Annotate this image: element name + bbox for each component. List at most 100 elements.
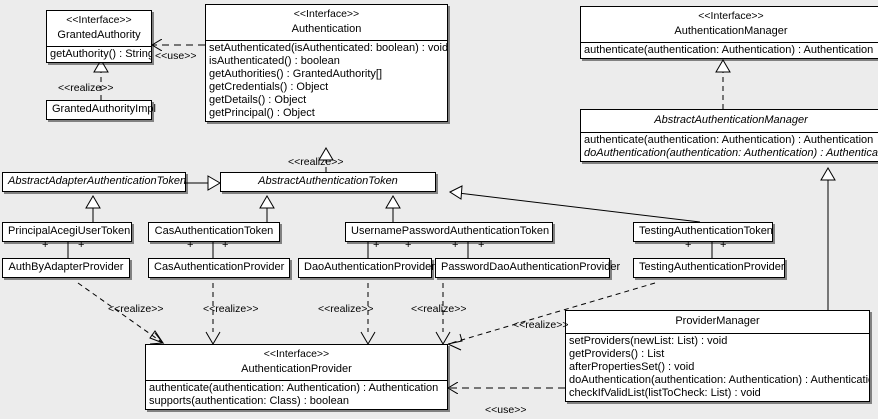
class-header: TestingAuthenticationToken <box>634 223 773 241</box>
relationship-label-realize-abstract-authentication-token: <<realize>> <box>288 156 344 168</box>
relationship-label-realize-granted-authority-impl: <<realize>> <box>58 82 114 94</box>
class-name: GrantedAuthorityImpl <box>52 103 156 115</box>
class-box-password-dao-authentication-provider[interactable]: PasswordDaoAuthenticationProvider <box>435 258 621 278</box>
class-box-authentication-provider[interactable]: <<Interface>> AuthenticationProvider aut… <box>145 344 448 410</box>
class-box-auth-by-adapter-provider[interactable]: AuthByAdapterProvider <box>2 258 130 278</box>
class-members: authenticate(authentication: Authenticat… <box>146 379 447 409</box>
class-member: isAuthenticated() : boolean <box>209 54 340 67</box>
class-header: <<Interface>> Authentication <box>206 5 447 40</box>
class-name: ProviderManager <box>675 315 760 327</box>
class-member-abstract: doAuthentication(authentication: Authent… <box>584 147 878 159</box>
association-marker: + <box>452 239 459 251</box>
class-members: authenticate(authentication: Authenticat… <box>581 132 878 161</box>
class-member: authenticate(authentication: Authenticat… <box>584 134 874 146</box>
class-members: setProviders(newList: List) : void getPr… <box>566 333 869 401</box>
stereotype-label: <<Interface>> <box>66 14 132 26</box>
class-header: ProviderManager <box>566 311 869 333</box>
class-name: AuthenticationProvider <box>241 362 352 375</box>
class-box-testing-authentication-provider[interactable]: TestingAuthenticationProvider <box>633 258 785 278</box>
class-header: <<Interface>> AuthenticationManager <box>581 7 878 42</box>
association-marker: + <box>42 239 49 251</box>
class-box-dao-authentication-provider[interactable]: DaoAuthenticationProvider <box>298 258 435 278</box>
class-name: AbstractAuthenticationToken <box>258 175 398 187</box>
relationship-label-use-granted-authority: <<use>> <box>155 50 197 62</box>
class-header: DaoAuthenticationProvider <box>299 259 435 277</box>
relationship-label-realize-auth-by-adapter: <<realize>> <box>108 303 164 315</box>
class-header: UsernamePasswordAuthenticationToken <box>346 223 552 241</box>
class-box-authentication[interactable]: <<Interface>> Authentication setAuthenti… <box>205 4 448 122</box>
class-member: setAuthenticated(isAuthenticated: boolea… <box>209 41 447 54</box>
association-marker: + <box>478 239 485 251</box>
class-header: TestingAuthenticationProvider <box>634 259 785 277</box>
class-box-granted-authority[interactable]: <<Interface>> GrantedAuthority getAuthor… <box>46 10 152 63</box>
class-box-cas-authentication-provider[interactable]: CasAuthenticationProvider <box>148 258 290 278</box>
relationship-label-realize-cas-provider: <<realize>> <box>203 303 259 315</box>
class-members: setAuthenticated(isAuthenticated: boolea… <box>206 39 447 121</box>
class-name: GrantedAuthority <box>57 28 141 41</box>
association-marker: + <box>685 239 692 251</box>
class-header: AbstractAuthenticationManager <box>581 110 878 132</box>
class-member: getProviders() : List <box>569 348 665 360</box>
class-box-abstract-adapter-authentication-token[interactable]: AbstractAdapterAuthenticationToken <box>2 172 186 192</box>
class-header: PrincipalAcegiUserToken <box>3 223 131 241</box>
relationship-label-realize-testing-provider: <<realize>> <box>513 319 569 331</box>
class-box-username-password-authentication-token[interactable]: UsernamePasswordAuthenticationToken <box>345 222 553 242</box>
stereotype-label: <<Interface>> <box>698 10 764 22</box>
class-name: TestingAuthenticationToken <box>639 225 773 237</box>
class-member: authenticate(authentication: Authenticat… <box>584 43 874 56</box>
class-member: getAuthority() : String <box>50 47 151 60</box>
association-marker: + <box>373 239 380 251</box>
class-name: Authentication <box>291 22 362 35</box>
class-name: PrincipalAcegiUserToken <box>8 225 131 237</box>
relationship-label-realize-dao-provider: <<realize>> <box>318 303 374 315</box>
class-header: AbstractAdapterAuthenticationToken <box>3 173 187 191</box>
class-header: <<Interface>> GrantedAuthority <box>47 11 151 46</box>
class-name: AbstractAdapterAuthenticationToken <box>8 175 187 187</box>
class-member: afterPropertiesSet() : void <box>569 361 695 373</box>
class-member: supports(authentication: Class) : boolea… <box>149 394 349 407</box>
class-box-testing-authentication-token[interactable]: TestingAuthenticationToken <box>633 222 773 242</box>
class-name: CasAuthenticationProvider <box>154 261 285 273</box>
class-name: TestingAuthenticationProvider <box>639 261 785 273</box>
class-member: setProviders(newList: List) : void <box>569 335 728 347</box>
class-name: DaoAuthenticationProvider <box>304 261 435 273</box>
class-member: doAuthentication(authentication: Authent… <box>569 374 869 386</box>
class-name: AuthByAdapterProvider <box>8 261 124 273</box>
class-box-abstract-authentication-manager[interactable]: AbstractAuthenticationManager authentica… <box>580 109 878 162</box>
class-name: PasswordDaoAuthenticationProvider <box>441 261 621 273</box>
class-header: CasAuthenticationToken <box>149 223 279 241</box>
association-marker: + <box>405 239 412 251</box>
class-name: UsernamePasswordAuthenticationToken <box>351 225 550 237</box>
class-box-authentication-manager[interactable]: <<Interface>> AuthenticationManager auth… <box>580 6 878 59</box>
class-member: getCredentials() : Object <box>209 80 329 93</box>
class-box-provider-manager[interactable]: ProviderManager setProviders(newList: Li… <box>565 310 870 402</box>
class-header: AuthByAdapterProvider <box>3 259 129 277</box>
class-box-granted-authority-impl[interactable]: GrantedAuthorityImpl <box>46 100 156 120</box>
class-header: GrantedAuthorityImpl <box>47 101 156 119</box>
association-marker: + <box>222 239 229 251</box>
class-name: AbstractAuthenticationManager <box>654 114 808 126</box>
class-name: AuthenticationManager <box>674 24 788 37</box>
class-box-principal-acegi-user-token[interactable]: PrincipalAcegiUserToken <box>2 222 132 242</box>
stereotype-label: <<Interface>> <box>293 8 360 20</box>
class-member: checkIfValidList(listToCheck: List) : vo… <box>569 387 761 399</box>
class-member: getDetails() : Object <box>209 93 307 106</box>
association-marker: + <box>187 239 194 251</box>
association-marker: + <box>720 239 727 251</box>
association-marker: + <box>78 239 85 251</box>
class-box-cas-authentication-token[interactable]: CasAuthenticationToken <box>148 222 280 242</box>
class-members: authenticate(authentication: Authenticat… <box>581 41 878 58</box>
class-box-abstract-authentication-token[interactable]: AbstractAuthenticationToken <box>220 172 436 192</box>
class-header: PasswordDaoAuthenticationProvider <box>436 259 621 277</box>
stereotype-label: <<Interface>> <box>263 348 330 360</box>
class-members: getAuthority() : String <box>47 45 151 62</box>
class-header: <<Interface>> AuthenticationProvider <box>146 345 447 380</box>
relationship-label-realize-password-dao-provider: <<realize>> <box>411 303 467 315</box>
class-header: CasAuthenticationProvider <box>149 259 289 277</box>
class-member: getPrincipal() : Object <box>209 106 315 119</box>
relationship-label-use-provider-manager: <<use>> <box>485 404 527 416</box>
class-member: getAuthorities() : GrantedAuthority[] <box>209 67 383 80</box>
class-member: authenticate(authentication: Authenticat… <box>149 381 439 394</box>
class-name: CasAuthenticationToken <box>154 225 274 237</box>
